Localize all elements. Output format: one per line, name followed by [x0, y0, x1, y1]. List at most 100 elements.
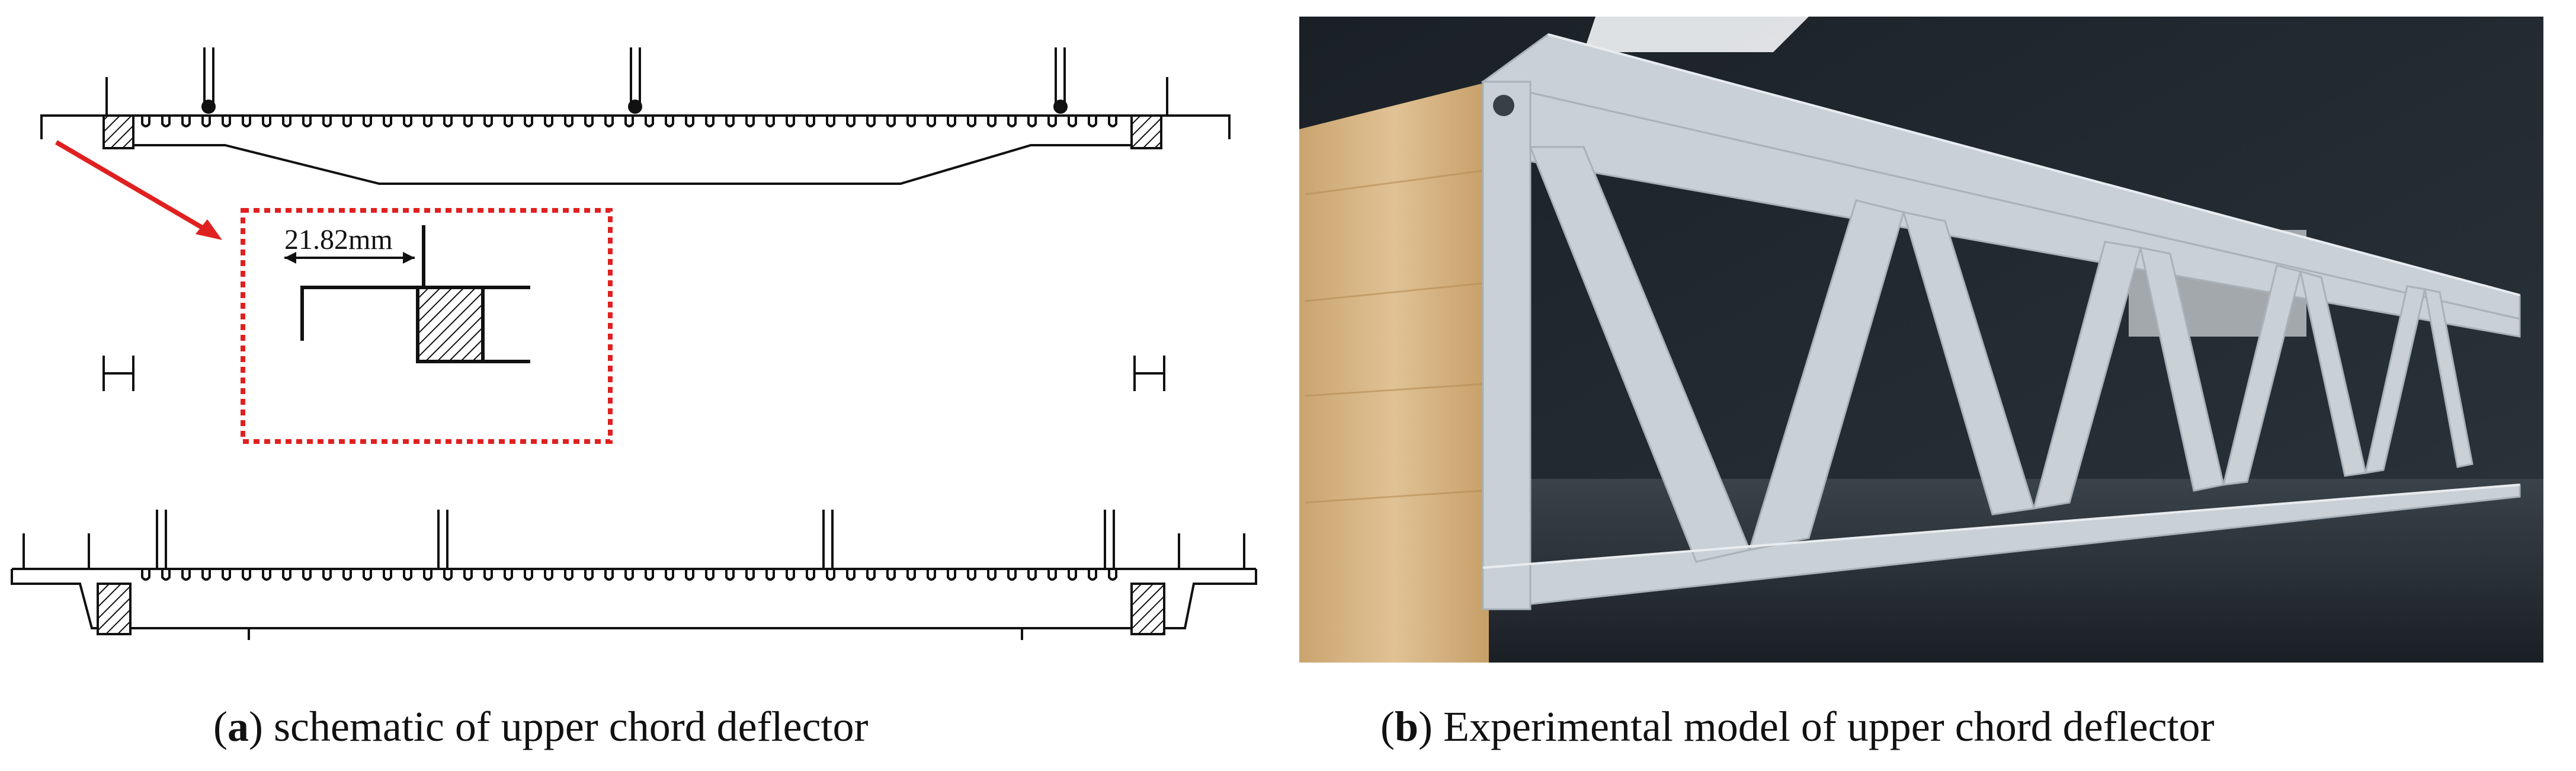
deck-rib	[927, 116, 936, 127]
deck-rib	[947, 116, 956, 127]
caption-b-text: Experimental model of upper chord deflec…	[1433, 703, 2215, 750]
deck-rib	[987, 116, 997, 127]
deck-rib	[725, 569, 735, 581]
deck-rib	[886, 116, 896, 127]
deck-rib	[383, 116, 392, 127]
deck-rib	[201, 569, 211, 581]
model-photo-panel	[1299, 17, 2543, 663]
caption-a: (a) schematic of upper chord deflector	[213, 703, 869, 750]
deck-rib	[222, 116, 231, 127]
deck-rib	[1007, 569, 1017, 581]
deck-rib	[967, 116, 976, 127]
deck-rib	[786, 116, 795, 127]
deck-rib	[786, 569, 795, 581]
deck-rib	[906, 569, 916, 581]
deck-rib	[564, 569, 573, 581]
deck-rib	[624, 116, 634, 127]
deck-rib	[504, 116, 513, 127]
section-symbol-right	[1133, 356, 1165, 391]
deck-rib	[685, 569, 694, 581]
deck-rib	[967, 569, 976, 581]
deck-rib	[927, 569, 936, 581]
deck-rib	[363, 116, 372, 127]
deck-rib	[463, 116, 473, 127]
deck-rib	[342, 569, 352, 581]
deck-rib	[544, 116, 553, 127]
detail-callout	[55, 140, 613, 444]
deck-rib	[201, 116, 211, 127]
deck-rib	[181, 569, 191, 581]
deck-rib	[322, 569, 332, 581]
schematic-panel: 21.82mm	[0, 0, 1268, 699]
deck-rib	[443, 569, 453, 581]
deck-rib	[1007, 116, 1017, 127]
deck-rib	[947, 569, 956, 581]
deck-rib	[524, 116, 533, 127]
deck-rib	[685, 116, 694, 127]
section-symbol-left	[102, 356, 134, 391]
deck-rib	[1047, 569, 1057, 581]
deck-rib	[645, 569, 654, 581]
upper-cross-section	[40, 47, 1231, 185]
deck-rib	[806, 116, 815, 127]
deck-rib	[463, 569, 473, 581]
railing-post	[203, 47, 1066, 107]
detail-box	[241, 208, 613, 444]
deck-rib	[483, 569, 493, 581]
deck-rib	[504, 569, 513, 581]
deck-rib	[262, 116, 271, 127]
deck-rib	[564, 116, 573, 127]
deck-rib	[1027, 116, 1037, 127]
deck-rib	[524, 569, 533, 581]
deck-rib	[322, 116, 332, 127]
deck-rib	[282, 116, 291, 127]
deflector-detail	[284, 225, 530, 363]
deflector-block-right	[1130, 114, 1162, 149]
deck-rib	[141, 569, 150, 581]
deck-rib	[403, 116, 412, 127]
deck-rib	[222, 569, 231, 581]
deck-rib	[906, 116, 916, 127]
deck-rib	[886, 569, 896, 581]
caption-a-text: schematic of upper chord deflector	[262, 703, 869, 750]
deck-rib	[846, 569, 856, 581]
deck-rib	[302, 116, 312, 127]
deck-rib	[403, 569, 412, 581]
deck-rib	[1027, 569, 1037, 581]
deck-rib	[866, 116, 876, 127]
deck-rib	[745, 569, 755, 581]
deck-rib	[584, 116, 594, 127]
deck-rib	[604, 116, 614, 127]
deck-rib	[604, 569, 614, 581]
truss-model	[1481, 33, 2521, 610]
deck-rib	[705, 116, 715, 127]
deck-rib	[282, 569, 291, 581]
deck-rib	[1108, 116, 1117, 127]
deck-rib	[443, 116, 453, 127]
deck-rib	[624, 569, 634, 581]
deck-rib	[1068, 116, 1077, 127]
deck-rib	[826, 116, 835, 127]
deck-rib	[645, 116, 654, 127]
caption-b-letter: b	[1394, 703, 1419, 750]
deck-rib	[584, 569, 594, 581]
model-photo	[1299, 17, 2543, 663]
lower-cross-section	[11, 510, 1257, 640]
deck-rib	[302, 569, 312, 581]
deck-rib	[544, 569, 553, 581]
deck-rib	[483, 116, 493, 127]
deck-rib	[423, 116, 432, 127]
deck-rib	[242, 116, 251, 127]
deck-rib	[1088, 116, 1097, 127]
deck-rib	[846, 116, 856, 127]
wooden-end-block	[1299, 82, 1489, 663]
deck-rib	[725, 116, 735, 127]
deck-rib	[665, 116, 674, 127]
deck-rib	[262, 569, 271, 581]
deck-rib	[806, 569, 815, 581]
deck-rib	[363, 569, 372, 581]
deck-rib	[181, 116, 191, 127]
deck-rib	[826, 569, 835, 581]
deck-rib	[1088, 569, 1097, 581]
deck-rib	[765, 569, 775, 581]
